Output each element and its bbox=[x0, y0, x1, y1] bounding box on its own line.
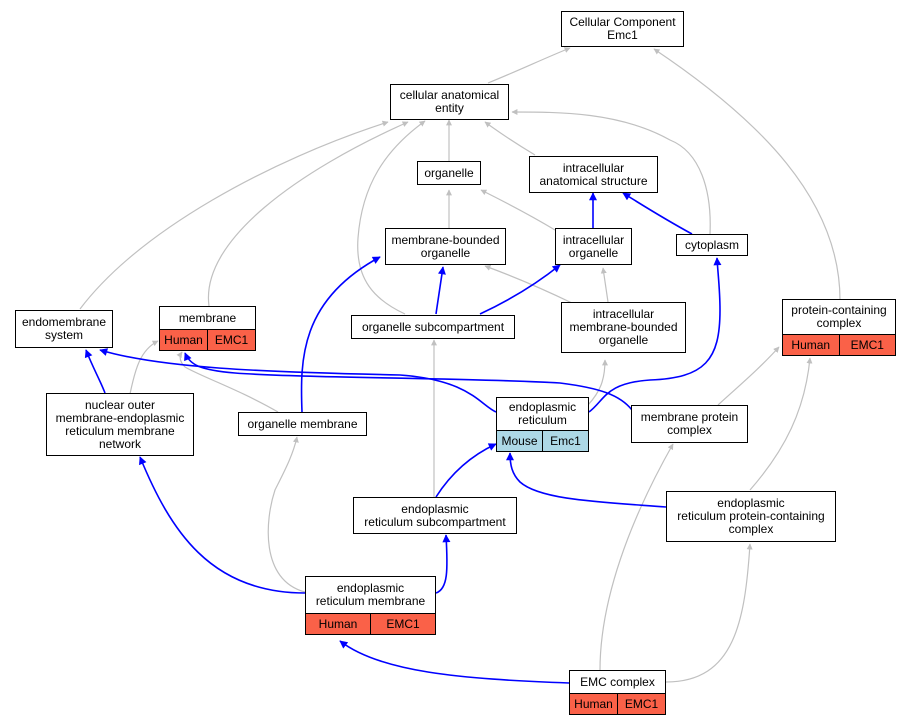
gene-tag: EMC1 bbox=[207, 330, 255, 350]
edge-om-is-a-membrane bbox=[176, 351, 279, 413]
edge-cae-is-a-cellular-component bbox=[487, 47, 571, 84]
annotation-tags: Human EMC1 bbox=[306, 613, 435, 634]
node-label: nuclear outer membrane-endoplasmic retic… bbox=[55, 397, 185, 451]
node-er-protein-containing-complex[interactable]: endoplasmic reticulum protein-containing… bbox=[666, 491, 836, 542]
gene-tag: EMC1 bbox=[838, 335, 895, 355]
node-nuclear-outer-membrane-er-network[interactable]: nuclear outer membrane-endoplasmic retic… bbox=[46, 393, 194, 456]
node-label: organelle membrane bbox=[247, 416, 358, 431]
annotation-tags: Human EMC1 bbox=[570, 693, 665, 714]
node-intracellular-membrane-bounded-organelle[interactable]: intracellular membrane-bounded organelle bbox=[561, 302, 686, 353]
node-label: endoplasmic reticulum subcompartment bbox=[364, 501, 506, 529]
node-organelle-membrane[interactable]: organelle membrane bbox=[238, 412, 367, 436]
edge-mpc-part-of-membrane bbox=[184, 352, 633, 411]
node-label: endomembrane system bbox=[21, 315, 107, 342]
gene-tag: EMC1 bbox=[370, 614, 435, 634]
edge-emc-is-a-mpc bbox=[599, 443, 674, 671]
edge-cytoplasm-part-of-ias bbox=[622, 192, 693, 235]
node-label: protein-containing complex bbox=[791, 303, 887, 330]
edge-osub-part-of-io bbox=[479, 264, 561, 315]
node-cytoplasm[interactable]: cytoplasm bbox=[676, 234, 748, 256]
edge-er-part-of-cytoplasm bbox=[588, 257, 722, 413]
species-tag: Human bbox=[160, 330, 207, 350]
edge-erm-part-of-nuclear bbox=[139, 456, 306, 594]
node-label: membrane protein complex bbox=[640, 410, 739, 437]
annotation-tags: Human EMC1 bbox=[783, 334, 895, 355]
edge-membrane-is-a-cae bbox=[207, 121, 409, 307]
node-label: cytoplasm bbox=[684, 237, 740, 252]
species-tag: Human bbox=[570, 694, 617, 714]
node-label: cellular anatomical entity bbox=[399, 88, 500, 115]
node-er-membrane[interactable]: endoplasmic reticulum membrane Human EMC… bbox=[305, 576, 436, 635]
node-label: Cellular Component Emc1 bbox=[569, 15, 676, 42]
node-label: membrane bbox=[178, 310, 237, 325]
node-endoplasmic-reticulum[interactable]: endoplasmic reticulum Mouse Emc1 bbox=[496, 397, 589, 452]
node-label: intracellular membrane-bounded organelle bbox=[569, 307, 678, 347]
edge-osub-is-a-cae bbox=[357, 120, 426, 315]
node-endomembrane-system[interactable]: endomembrane system bbox=[15, 310, 113, 348]
edge-mpc-is-a-pcc bbox=[717, 346, 780, 406]
edge-nuclear-part-of-endosys bbox=[84, 349, 106, 394]
node-er-subcompartment[interactable]: endoplasmic reticulum subcompartment bbox=[353, 497, 517, 534]
edge-erm-part-of-ersub bbox=[435, 534, 451, 594]
edge-imbo-is-a-io bbox=[600, 267, 609, 303]
gene-tag: EMC1 bbox=[617, 694, 665, 714]
edge-io-is-a-organelle bbox=[480, 189, 556, 231]
node-label: intracellular anatomical structure bbox=[539, 160, 648, 188]
node-label: endoplasmic reticulum membrane bbox=[315, 581, 426, 608]
edge-erpc-part-of-er bbox=[506, 452, 667, 508]
edge-er-part-of-endosys bbox=[99, 348, 497, 413]
edge-cytoplasm-is-a-cae bbox=[511, 109, 711, 235]
edge-ersub-part-of-er bbox=[435, 443, 497, 498]
node-label: endoplasmic reticulum bbox=[508, 400, 577, 427]
species-tag: Human bbox=[306, 614, 370, 634]
edge-endosys-is-a-cae bbox=[79, 120, 389, 310]
edge-erpc-is-a-pcc bbox=[749, 357, 813, 491]
node-intracellular-organelle[interactable]: intracellular organelle bbox=[555, 228, 632, 265]
species-tag: Human bbox=[783, 335, 839, 355]
node-label: organelle subcompartment bbox=[361, 319, 505, 334]
gene-tag: Emc1 bbox=[542, 431, 588, 451]
node-organelle[interactable]: organelle bbox=[417, 161, 481, 185]
node-cellular-anatomical-entity[interactable]: cellular anatomical entity bbox=[390, 84, 509, 120]
edge-om-part-of-mbo bbox=[300, 256, 381, 413]
node-label: intracellular organelle bbox=[562, 232, 625, 260]
node-label: endoplasmic reticulum protein-containing… bbox=[677, 496, 825, 536]
node-protein-containing-complex[interactable]: protein-containing complex Human EMC1 bbox=[782, 299, 896, 356]
annotation-tags: Mouse Emc1 bbox=[497, 430, 588, 451]
annotation-tags: Human EMC1 bbox=[160, 329, 255, 350]
edge-nuclear-is-a-membrane bbox=[129, 340, 159, 395]
node-emc-complex[interactable]: EMC complex Human EMC1 bbox=[569, 670, 666, 715]
node-label: membrane-bounded organelle bbox=[391, 232, 500, 260]
node-membrane-protein-complex[interactable]: membrane protein complex bbox=[631, 405, 748, 443]
edge-ias-is-a-cae bbox=[484, 121, 536, 156]
node-label: organelle bbox=[424, 165, 474, 180]
edge-emc-is-a-erpc bbox=[665, 543, 753, 683]
edge-osub-part-of-mbo bbox=[435, 266, 446, 315]
node-intracellular-anatomical-structure[interactable]: intracellular anatomical structure bbox=[529, 156, 658, 193]
species-tag: Mouse bbox=[497, 431, 542, 451]
node-membrane[interactable]: membrane Human EMC1 bbox=[159, 306, 256, 351]
node-organelle-subcompartment[interactable]: organelle subcompartment bbox=[351, 315, 515, 339]
edge-er-is-a-imbo bbox=[587, 359, 608, 406]
node-cellular-component[interactable]: Cellular Component Emc1 bbox=[561, 11, 684, 47]
edge-pcc-is-a-cellular-component bbox=[653, 48, 841, 301]
node-membrane-bounded-organelle[interactable]: membrane-bounded organelle bbox=[385, 228, 506, 265]
node-label: EMC complex bbox=[580, 674, 655, 689]
edge-emc-part-of-erm bbox=[339, 640, 570, 684]
edge-imbo-is-a-mbo bbox=[484, 265, 573, 304]
edge-erm-is-a-om bbox=[267, 436, 306, 593]
